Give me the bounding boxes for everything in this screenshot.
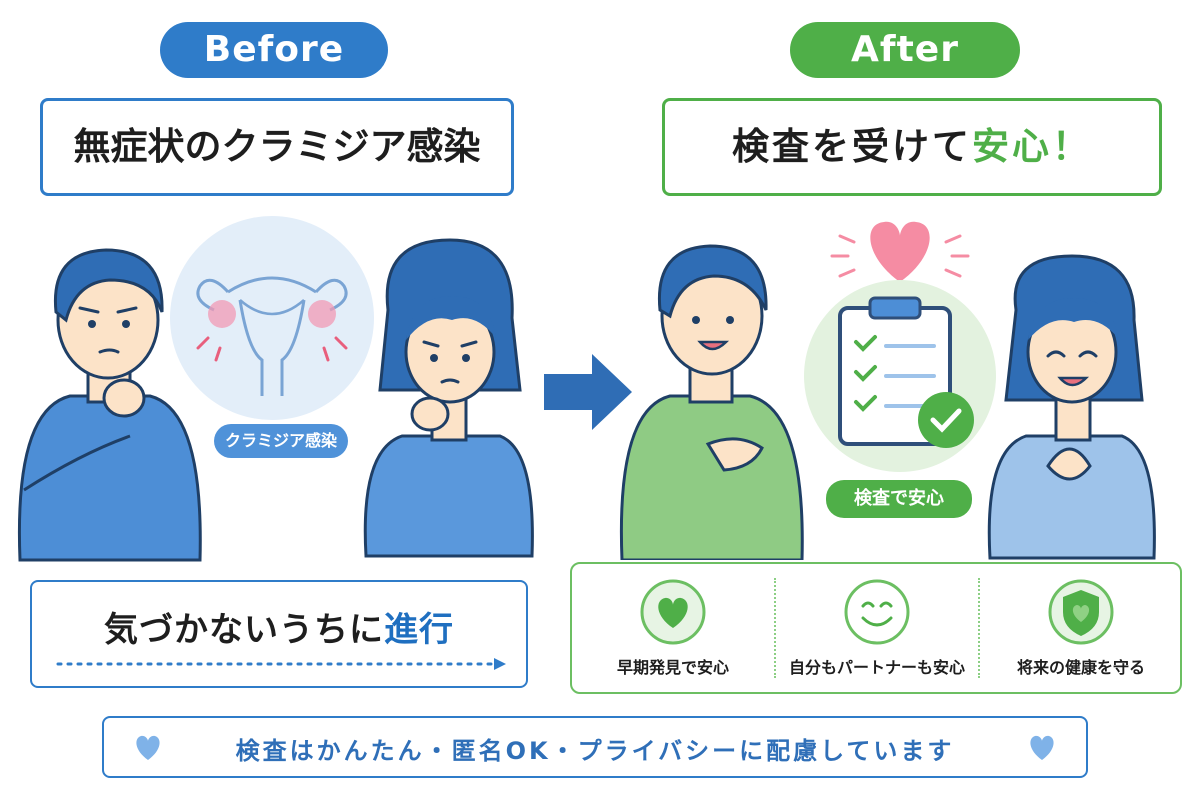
- benefit-partner: 自分もパートナーも安心: [776, 564, 978, 692]
- progress-note: 気づかないうちに進行: [32, 602, 526, 651]
- clipboard-check-icon: [804, 280, 996, 472]
- test-relief-chip: 検査で安心: [826, 480, 972, 518]
- benefit-label: 自分もパートナーも安心: [788, 658, 965, 677]
- benefit-label: 早期発見で安心: [616, 658, 729, 677]
- after-label: After: [790, 22, 1020, 78]
- benefit-label: 将来の健康を守る: [1016, 658, 1145, 677]
- relieved-man-illustration: [619, 244, 804, 560]
- heart-icon: [830, 221, 970, 282]
- benefit-early-detection: 早期発見で安心: [572, 564, 774, 692]
- before-label: Before: [160, 22, 388, 78]
- heart-icon: [640, 579, 706, 645]
- before-illustration: [17, 216, 534, 562]
- after-headline-prefix: 検査を受けて: [732, 125, 972, 168]
- note-highlight: 進行: [384, 610, 454, 650]
- before-headline: 無症状のクラミジア感染: [40, 98, 514, 196]
- note-prefix: 気づかないうちに: [104, 610, 384, 650]
- after-headline-highlight: 安心！: [972, 125, 1092, 168]
- worried-man-illustration: [17, 248, 202, 562]
- footer-banner: 検査はかんたん・匿名OK・プライバシーに配慮しています: [102, 716, 1088, 778]
- happy-woman-illustration: [987, 254, 1156, 560]
- shield-heart-icon: [1048, 579, 1114, 645]
- after-headline: 検査を受けて安心！: [662, 98, 1162, 196]
- after-illustration: [619, 221, 1156, 560]
- progress-note-box: 気づかないうちに進行: [30, 580, 528, 688]
- dotted-arrow-icon: [56, 658, 506, 670]
- benefit-divider: [774, 578, 776, 678]
- benefit-future-health: 将来の健康を守る: [980, 564, 1182, 692]
- benefit-divider: [978, 578, 980, 678]
- worried-woman-illustration: [363, 238, 534, 558]
- benefits-panel: 早期発見で安心 自分もパートナーも安心 将来の健康を守る: [570, 562, 1182, 694]
- chlamydia-infection-chip: クラミジア感染: [214, 424, 348, 458]
- smile-icon: [844, 579, 910, 645]
- footer-text: 検査はかんたん・匿名OK・プライバシーに配慮しています: [235, 737, 955, 765]
- heart-icon: [1030, 735, 1054, 760]
- uterus-icon: [170, 216, 374, 420]
- right-arrow-icon: [544, 354, 632, 430]
- heart-icon: [136, 735, 160, 760]
